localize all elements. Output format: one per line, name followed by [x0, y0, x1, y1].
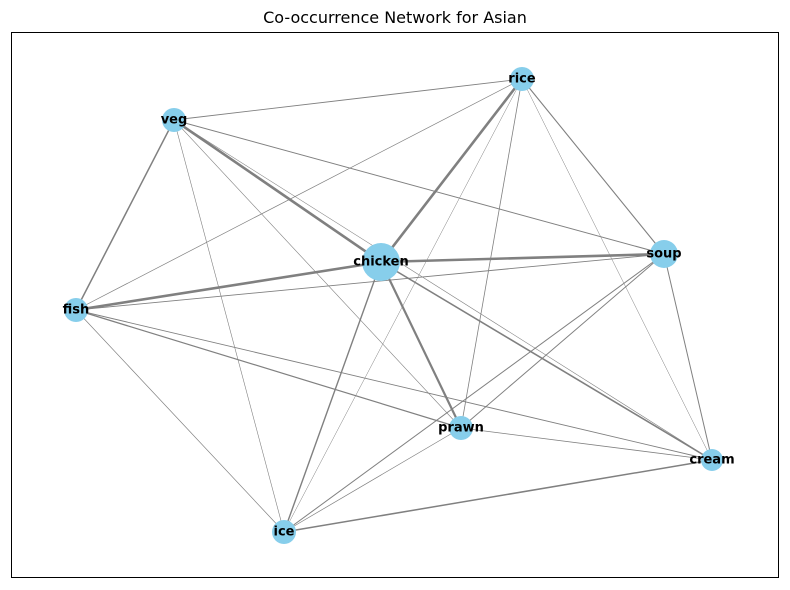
node-label-prawn: prawn	[438, 421, 484, 436]
edge-prawn-cream	[460, 427, 713, 461]
edge-fish-cream	[75, 309, 713, 461]
edge-fish-ice	[75, 309, 285, 533]
node-label-veg: veg	[161, 113, 188, 128]
edge-layer	[75, 78, 713, 533]
edge-chicken-fish	[75, 260, 382, 312]
node-layer: chicken rice veg soup fish prawn cream ice	[63, 67, 735, 544]
edge-fish-prawn	[75, 309, 462, 429]
edge-chicken-veg	[173, 118, 382, 264]
chart-title: Co-occurrence Network for Asian	[263, 8, 527, 27]
node-rice: rice	[508, 67, 536, 91]
edge-cream-ice	[283, 459, 713, 533]
node-cream: cream	[689, 449, 735, 471]
edge-veg-ice	[173, 119, 285, 533]
node-circle-cream	[701, 449, 723, 471]
edge-rice-soup	[521, 78, 665, 255]
node-veg: veg	[161, 108, 188, 132]
edge-veg-cream	[173, 119, 713, 461]
edge-rice-ice	[283, 78, 523, 533]
edge-chicken-cream	[380, 261, 713, 461]
node-circle-prawn	[449, 416, 473, 440]
edge-veg-prawn	[173, 119, 462, 429]
edge-rice-prawn	[460, 78, 523, 429]
edge-soup-prawn	[460, 253, 665, 429]
edge-rice-veg	[173, 78, 523, 121]
plot-frame	[11, 32, 779, 578]
edge-chicken-soup	[380, 252, 665, 264]
edge-rice-cream	[521, 78, 713, 461]
edge-soup-fish	[75, 253, 665, 311]
node-fish: fish	[63, 298, 90, 322]
edge-soup-cream	[663, 253, 713, 461]
node-circle-chicken	[362, 243, 400, 281]
edge-veg-soup	[173, 119, 665, 255]
edge-soup-ice	[283, 253, 665, 533]
node-chicken: chicken	[353, 243, 409, 281]
edge-chicken-rice	[379, 78, 524, 263]
node-circle-ice	[272, 520, 296, 544]
node-circle-soup	[650, 240, 678, 268]
edge-veg-fish	[75, 119, 175, 311]
node-ice: ice	[272, 520, 296, 544]
node-prawn: prawn	[438, 416, 484, 440]
node-label-fish: fish	[63, 303, 90, 318]
node-circle-veg	[162, 108, 186, 132]
edge-rice-fish	[75, 78, 523, 311]
edge-chicken-ice	[283, 261, 382, 533]
edge-prawn-ice	[283, 427, 462, 533]
node-circle-fish	[64, 298, 88, 322]
node-label-soup: soup	[646, 247, 681, 262]
node-label-ice: ice	[274, 525, 295, 540]
node-circle-rice	[510, 67, 534, 91]
node-label-cream: cream	[689, 453, 734, 468]
node-label-rice: rice	[508, 72, 536, 87]
edge-chicken-prawn	[380, 261, 462, 429]
node-label-chicken: chicken	[353, 255, 409, 270]
node-soup: soup	[646, 240, 682, 268]
